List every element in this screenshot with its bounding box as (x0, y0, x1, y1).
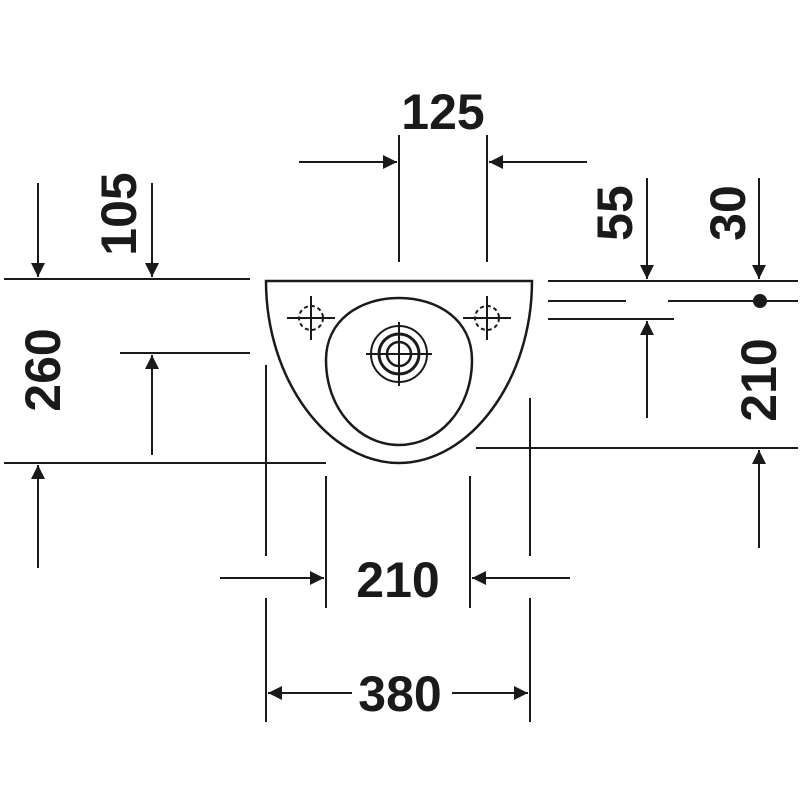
dimension-210-right-lines (476, 447, 798, 548)
dimension-label-30: 30 (700, 185, 756, 241)
drain-icon (366, 322, 432, 386)
dimension-125-lines (299, 135, 587, 262)
dimension-55-lines (548, 178, 798, 418)
dimension-label-125: 125 (401, 84, 484, 140)
dimension-label-105: 105 (91, 172, 147, 255)
dimension-label-210-bottom: 210 (356, 552, 439, 608)
dimension-label-380: 380 (358, 666, 441, 722)
dimension-380-lines (265, 365, 531, 722)
dimension-label-55: 55 (587, 185, 643, 241)
bowl-outline (324, 296, 474, 447)
dimension-210-bottom-lines (220, 476, 570, 608)
dimension-260-lines (4, 462, 326, 568)
wall-fixing-point-icon (753, 294, 767, 308)
dimension-label-210-right: 210 (731, 338, 787, 421)
dimension-105-lines (4, 183, 250, 455)
left-tap-hole-icon (287, 296, 335, 340)
basin-outline (264, 279, 534, 465)
right-tap-hole-icon (463, 296, 511, 340)
dimension-label-260: 260 (15, 328, 71, 411)
